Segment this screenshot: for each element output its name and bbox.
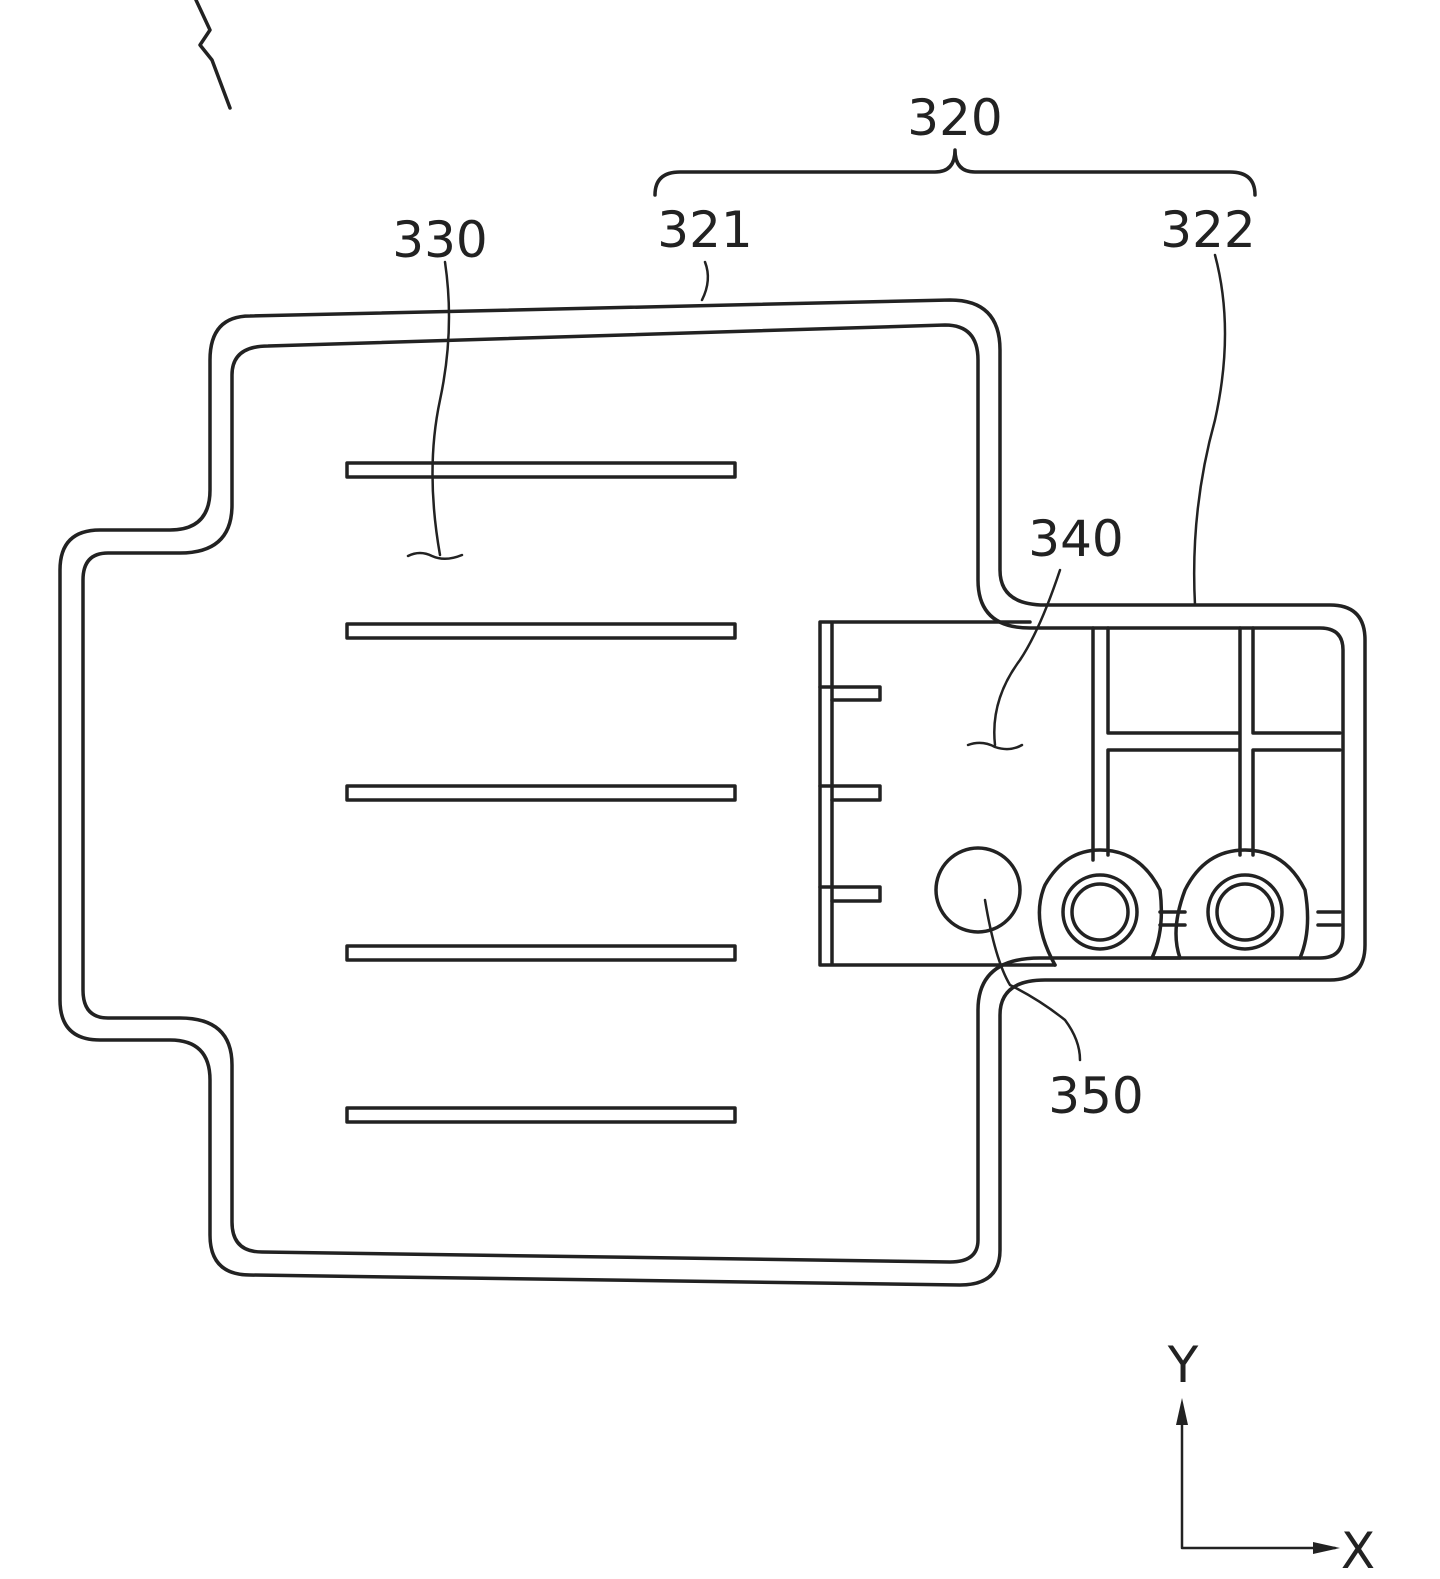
- x-arrow-icon: [1313, 1542, 1340, 1554]
- ring-outer: [1208, 875, 1282, 949]
- bar-group: [347, 463, 735, 1122]
- label-340: 340: [1028, 510, 1123, 568]
- leader-330: [408, 262, 462, 559]
- axis-y-label: Y: [1167, 1336, 1199, 1394]
- bar: [347, 624, 735, 638]
- bar: [347, 463, 735, 477]
- housing-outer-outline: [60, 300, 1365, 1285]
- component-340: [820, 622, 1340, 965]
- ring-outer: [1063, 875, 1137, 949]
- brace-320: [655, 150, 1255, 195]
- ring-inner: [1072, 884, 1128, 940]
- y-arrow-icon: [1176, 1398, 1188, 1425]
- label-321: 321: [657, 201, 752, 259]
- label-350: 350: [1048, 1067, 1143, 1125]
- hole-350: [936, 848, 1020, 932]
- label-320: 320: [907, 89, 1002, 147]
- label-330: 330: [392, 211, 487, 269]
- reference-leader-top-left: [196, 0, 230, 108]
- leader-322: [1194, 255, 1225, 605]
- axis-x-label: X: [1341, 1522, 1375, 1579]
- bar: [347, 946, 735, 960]
- slot: [820, 887, 880, 901]
- slot: [820, 786, 880, 800]
- slot: [820, 687, 880, 700]
- ring-inner: [1217, 884, 1273, 940]
- bar: [347, 786, 735, 800]
- axis-indicator: Y X: [1167, 1336, 1375, 1579]
- bar: [347, 1108, 735, 1122]
- label-322: 322: [1160, 201, 1255, 259]
- leader-321: [702, 262, 708, 300]
